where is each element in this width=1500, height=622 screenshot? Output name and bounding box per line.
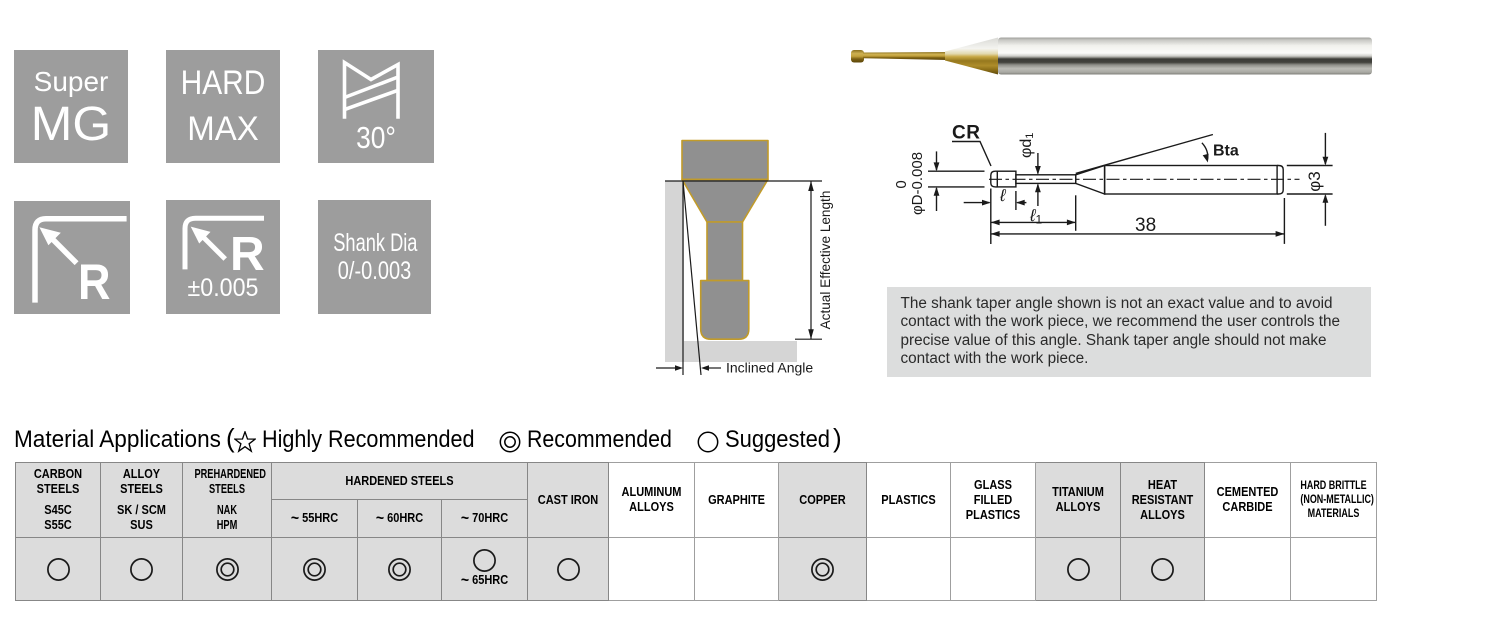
svg-text:CR: CR <box>952 123 980 144</box>
svg-text:φD-0.008: φD-0.008 <box>909 152 926 215</box>
svg-text:0: 0 <box>893 180 910 188</box>
svg-text:φd1: φd1 <box>1018 133 1036 158</box>
svg-text:ℓ1: ℓ1 <box>1029 206 1043 227</box>
svg-text:φ3: φ3 <box>1305 171 1324 191</box>
svg-text:ℓ: ℓ <box>999 186 1006 205</box>
svg-text:Inclined Angle: Inclined Angle <box>726 360 813 376</box>
svg-text:Bta: Bta <box>1213 143 1239 160</box>
svg-text:38: 38 <box>1135 215 1156 236</box>
svg-text:Actual Effective Length: Actual Effective Length <box>818 191 833 330</box>
